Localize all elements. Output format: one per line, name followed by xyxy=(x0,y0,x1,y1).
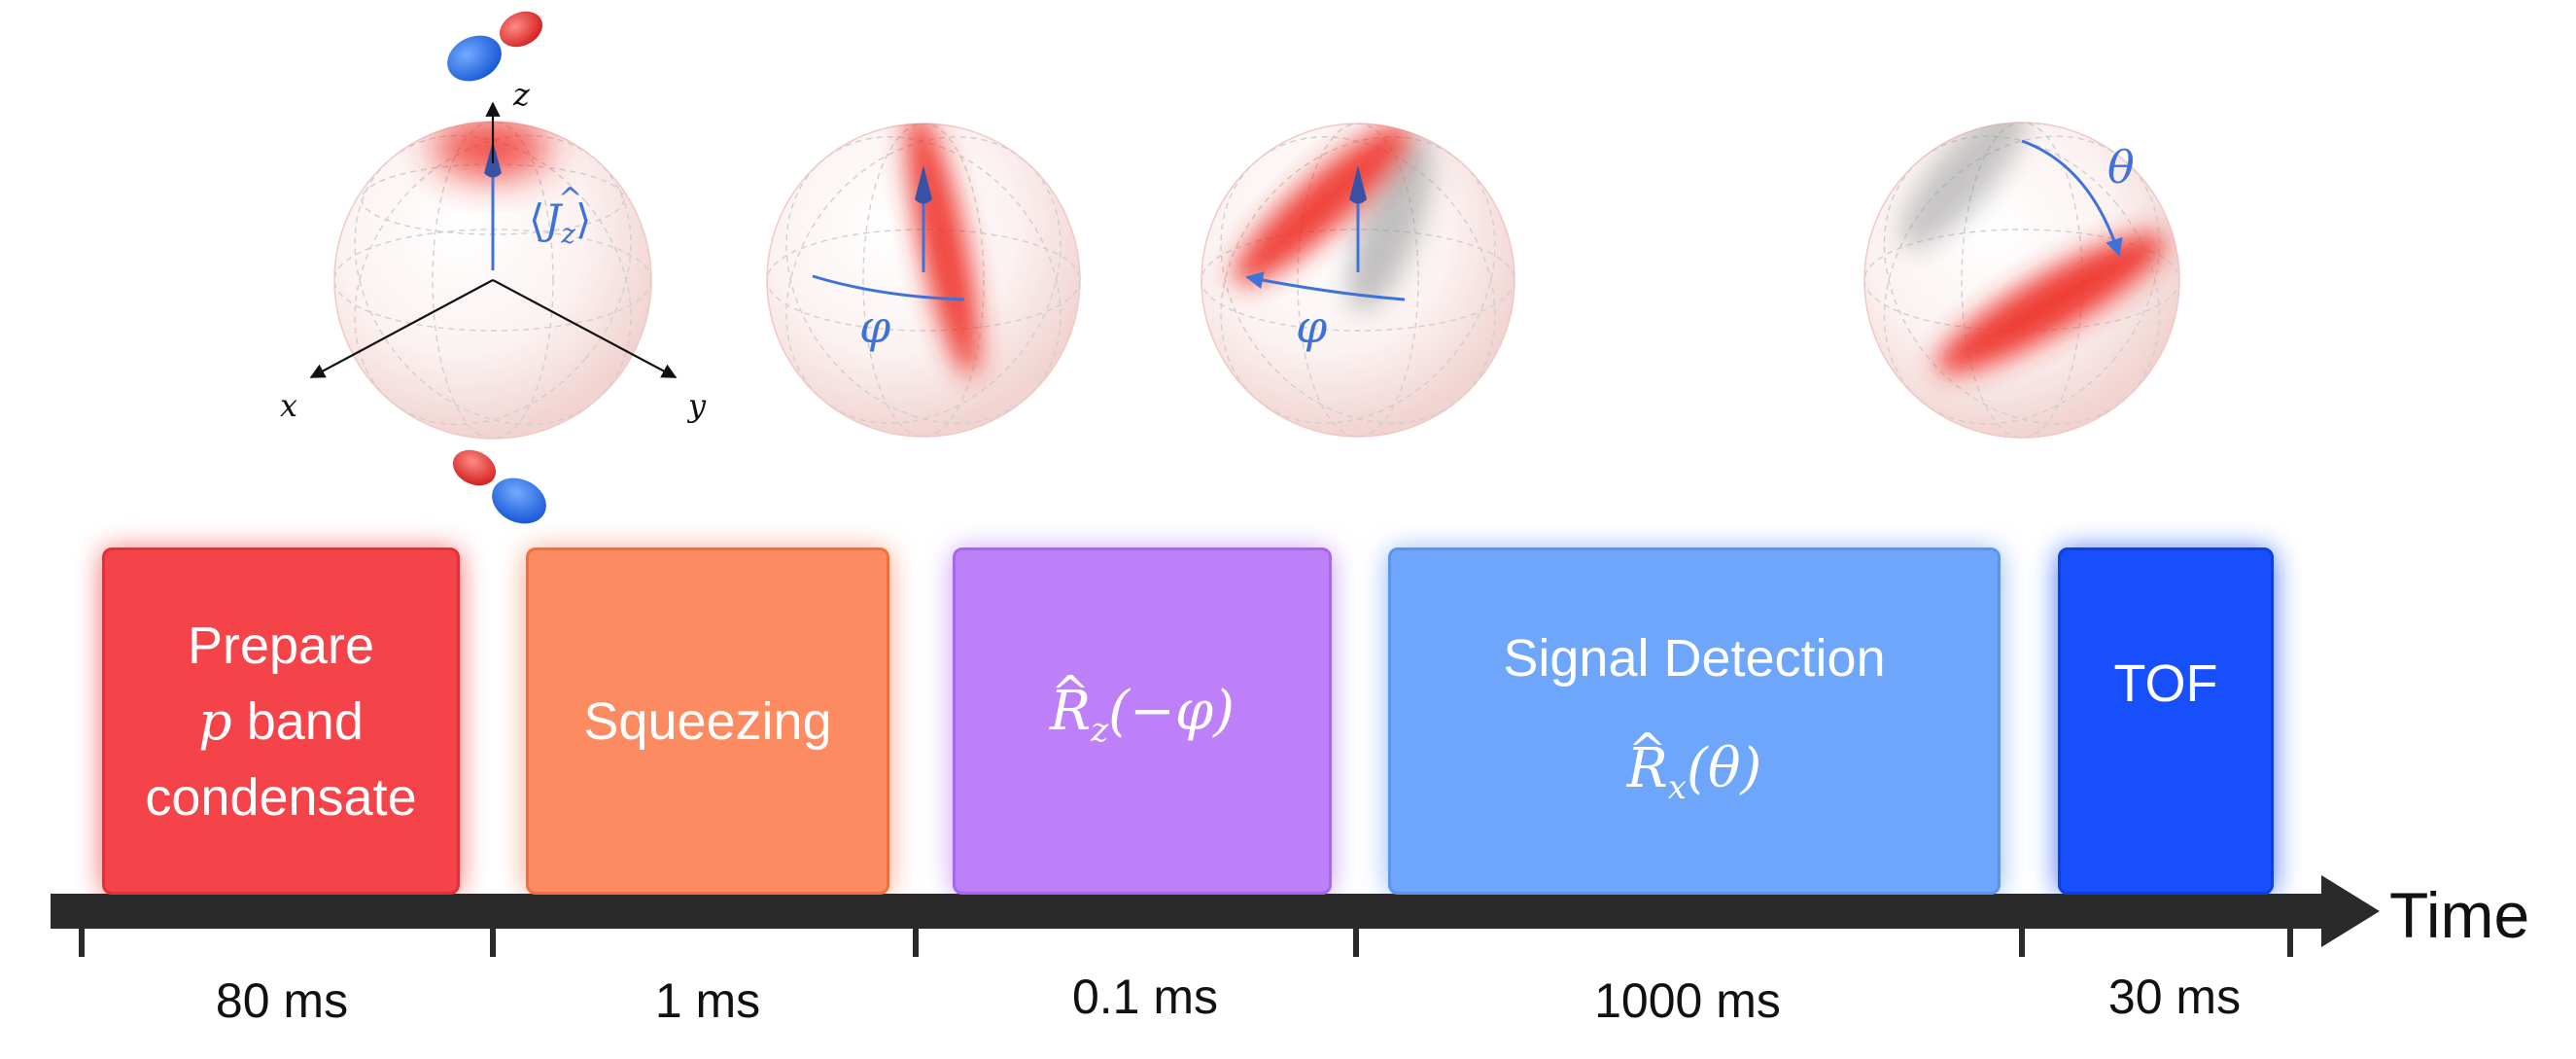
rx-operator-symbol: R xyxy=(1627,731,1668,807)
p-orbital-bottom xyxy=(452,449,546,524)
p-orbital-top xyxy=(447,11,543,82)
bloch-sphere-1 xyxy=(309,101,678,440)
rx-argument: (θ) xyxy=(1686,737,1762,800)
jz-close-bracket: ⟩ xyxy=(575,195,591,243)
prepare-line-3: condensate xyxy=(145,767,417,827)
timeline-axis xyxy=(51,875,2380,957)
rx-subscript: x xyxy=(1667,768,1687,808)
theta-label: θ xyxy=(2107,141,2135,194)
jz-expectation-label: ⟨Jz⟩ xyxy=(529,195,591,250)
stage-squeezing-box: Squeezing xyxy=(526,547,889,895)
jz-subscript: z xyxy=(560,218,575,250)
bloch-sphere-3 xyxy=(1201,123,1515,438)
duration-signal-detection: 1000 ms xyxy=(1594,973,1781,1028)
signal-detection-label: Signal Detection xyxy=(1503,629,1886,688)
duration-rotation-z: 0.1 ms xyxy=(1071,970,1219,1024)
phi-label-2: φ xyxy=(1296,300,1328,353)
prepare-line-2: p band xyxy=(198,684,364,759)
squeezing-label: Squeezing xyxy=(583,691,832,751)
bloch-sphere-2 xyxy=(766,123,1081,438)
tof-label: TOF xyxy=(2113,654,2218,713)
rotation-x-operator: Rx(θ) xyxy=(1627,731,1762,826)
p-band-symbol: p xyxy=(198,689,232,752)
duration-prepare: 80 ms xyxy=(215,973,349,1028)
rz-subscript: z xyxy=(1091,711,1109,751)
time-axis-label: Time xyxy=(2389,879,2530,951)
rz-argument: (−φ) xyxy=(1108,679,1235,743)
stage-rotation-z-box: Rz(−φ) xyxy=(953,547,1332,895)
bloch-sphere-4 xyxy=(1863,122,2180,439)
rz-operator-symbol: R xyxy=(1050,674,1091,750)
stage-signal-detection-box: Signal Detection Rx(θ) xyxy=(1388,547,2001,895)
jz-hat: ^ xyxy=(558,182,582,216)
duration-squeezing: 1 ms xyxy=(654,973,761,1028)
jz-open-bracket: ⟨ xyxy=(529,195,544,243)
phi-label-1: φ xyxy=(859,300,891,353)
stage-tof-box: TOF xyxy=(2058,547,2274,895)
band-text: band xyxy=(231,691,364,751)
prepare-line-1: Prepare xyxy=(187,616,375,675)
rotation-z-operator: Rz(−φ) xyxy=(1050,674,1235,768)
stage-prepare-box: Prepare p band condensate xyxy=(102,547,460,895)
y-axis-label: y xyxy=(686,387,707,424)
x-axis-label: x xyxy=(280,387,297,424)
duration-tof: 30 ms xyxy=(2107,970,2242,1024)
z-axis-label: z xyxy=(512,76,531,113)
